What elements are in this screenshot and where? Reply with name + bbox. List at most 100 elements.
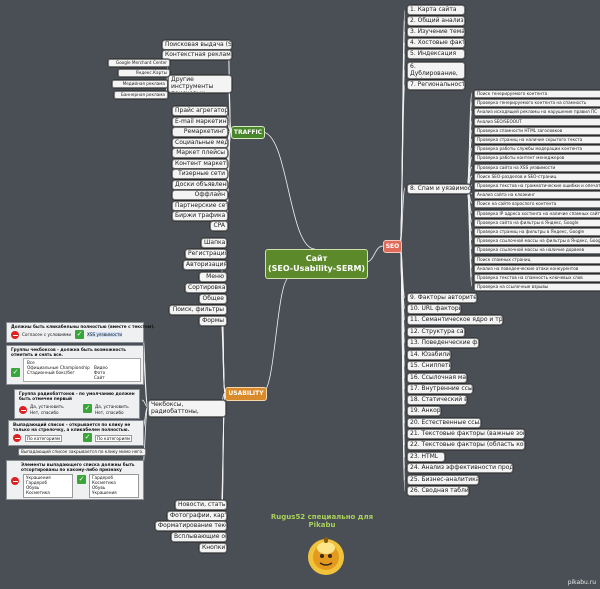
seo-spam-check[interactable]: Проверка ссылочной массы на наличие дорв…: [474, 246, 600, 254]
traffic-item[interactable]: CPA: [210, 221, 228, 231]
seo-step[interactable]: 4. Хостовые факторы: [407, 38, 465, 48]
usability-item[interactable]: Шапка: [201, 238, 227, 248]
usability-item[interactable]: Авторизация: [183, 260, 227, 270]
seo-step[interactable]: 5. Индексация: [407, 49, 465, 59]
seo-spam-check[interactable]: Проверка страниц на наличие скрытого тек…: [474, 136, 600, 144]
seo-spam-check[interactable]: Поиск генерируемого контента: [474, 90, 600, 98]
dropdown-select[interactable]: По категориям: [25, 435, 62, 442]
seo-spam-check[interactable]: Поиск SEO-разделов и SEO-страниц: [474, 173, 600, 181]
radio-no[interactable]: Нет, спасибо: [95, 410, 124, 415]
traffic-item-context[interactable]: Контекстная реклама: [162, 50, 232, 60]
watermark: pikabu.ru: [568, 579, 596, 586]
seo-step[interactable]: 13. Поведенческие факторы: [407, 338, 479, 348]
seo-step[interactable]: 18. Статический вес: [407, 395, 467, 405]
traffic-item[interactable]: Контент маркетинг: [172, 159, 228, 169]
traffic-cloud-item[interactable]: Яндекс.Карты: [118, 69, 170, 77]
traffic-cloud-item[interactable]: Медийная реклама: [112, 80, 168, 88]
seo-spam-check[interactable]: Поиск спамных страниц: [474, 256, 600, 264]
seo-step[interactable]: 26. Сводная таблица: [407, 486, 469, 496]
seo-step[interactable]: 22. Текстовые факторы (область контента): [407, 440, 525, 450]
radio-yes[interactable]: Да, установить: [95, 404, 129, 409]
seo-spam-check[interactable]: Проверка IP адреса хостинга на наличие с…: [474, 210, 600, 218]
seo-step[interactable]: 24. Анализ эффективности продвижения: [407, 463, 513, 473]
traffic-hub[interactable]: TRAFFIC: [231, 126, 265, 139]
checkbox-label-active[interactable]: XSS уязвимости: [87, 332, 122, 337]
seo-spam-check[interactable]: Проверка работы контент менеджеров: [474, 154, 600, 162]
traffic-item[interactable]: Партнерские сети: [172, 201, 228, 211]
seo-spam-check[interactable]: Проверка сайта на XSS уязвимости: [474, 164, 600, 172]
seo-step[interactable]: 21. Текстовые факторы (важные зоны докум…: [407, 429, 525, 439]
seo-spam-check[interactable]: Анализ исходящей рекламы на нарушение пр…: [474, 108, 600, 116]
seo-spam-check[interactable]: Поиск на сайте взрослого контента: [474, 200, 600, 208]
seo-step[interactable]: 1. Карта сайта: [407, 5, 465, 15]
traffic-item[interactable]: Маркет плейсы: [172, 148, 228, 158]
checkbox-item[interactable]: Сайт: [94, 375, 105, 380]
seo-spam-check[interactable]: Проверка на ссылочные взрывы: [474, 283, 600, 291]
seo-step[interactable]: 9. Факторы авторитетности: [407, 293, 477, 303]
usability-item[interactable]: Новости, статьи: [175, 500, 227, 510]
seo-step[interactable]: 16. Ссылочная масса: [407, 373, 467, 383]
seo-step[interactable]: 14. Юзабилити: [407, 350, 451, 360]
seo-step[interactable]: 12. Структура сайта: [407, 327, 465, 337]
seo-spam-check[interactable]: Проверка генерируемого контента на спамн…: [474, 99, 600, 107]
traffic-item[interactable]: Прайс агрегаторы: [172, 106, 228, 116]
traffic-item[interactable]: Оффлайн: [172, 190, 228, 200]
seo-step[interactable]: 20. Естественные ссылки: [407, 418, 481, 428]
traffic-item[interactable]: Ремаркетинг: [172, 127, 228, 137]
seo-spam-check[interactable]: Проверка текстов на грамматические ошибк…: [474, 182, 600, 190]
traffic-cloud-item[interactable]: Google Merchant Center: [108, 59, 170, 67]
usability-hub[interactable]: USABILITY: [225, 387, 267, 401]
list-option[interactable]: Косметика: [26, 490, 50, 495]
seo-spam-check[interactable]: Проверка сайта на фильтры в Яндекс, Goog…: [474, 219, 600, 227]
seo-spam-check[interactable]: Анализ сайта на клоакинг: [474, 191, 600, 199]
usability-item[interactable]: Формы: [199, 316, 227, 326]
radio-yes[interactable]: Да, установить: [30, 404, 64, 409]
dropdown-close-note: Выпадающий список закрывается по клику м…: [18, 448, 146, 456]
usability-item-controls[interactable]: Чекбоксы, радиобаттоны, выпадающие списк…: [148, 400, 226, 417]
traffic-item[interactable]: Тизерные сети: [172, 169, 228, 179]
seo-spam-check[interactable]: Анализ на поведенческие атаки конкуренто…: [474, 265, 600, 273]
usability-item[interactable]: Сортировка: [185, 283, 227, 293]
wrong-icon: [13, 434, 21, 442]
traffic-item-other-tools[interactable]: Другие инструменты поисковых систем: [168, 75, 232, 93]
traffic-item[interactable]: Доски объявлений: [172, 180, 228, 190]
usability-item[interactable]: Фотографии, картинки: [167, 511, 227, 521]
usability-item[interactable]: Общее: [199, 294, 227, 304]
usability-item[interactable]: Всплывающие окна: [171, 532, 227, 542]
seo-step[interactable]: 19. Анкоры: [407, 406, 441, 416]
seo-step[interactable]: 17. Внутренние ссылки: [407, 384, 473, 394]
seo-step[interactable]: 6. Дублирование, аффилиаты, ошибки: [407, 62, 465, 79]
seo-step[interactable]: 7. Региональность: [407, 80, 465, 90]
traffic-cloud-item[interactable]: Баннерная реклама: [114, 91, 168, 99]
seo-spam-check[interactable]: Проверка работы службы модерации контент…: [474, 145, 600, 153]
usability-item[interactable]: Регистрация: [185, 249, 227, 259]
seo-step[interactable]: 2. Общий анализ: [407, 16, 465, 26]
radio-no[interactable]: Нет, спасибо: [30, 410, 59, 415]
traffic-item-search[interactable]: Поисковая выдача (SEO): [162, 40, 232, 50]
usability-item[interactable]: Кнопки: [199, 543, 227, 553]
usability-item[interactable]: Меню: [199, 272, 227, 282]
seo-spam-check[interactable]: Проверка текстов на спамность ключевых с…: [474, 274, 600, 282]
checkbox-label[interactable]: Согласен с условиями: [22, 332, 71, 337]
usability-item[interactable]: Поиск, фильтры: [169, 305, 227, 315]
seo-spam-check[interactable]: Проверка страниц на фильтры в Яндекс, Go…: [474, 228, 600, 236]
dropdown-select[interactable]: По категориям: [95, 435, 132, 442]
checkbox-item[interactable]: Стадионный бокс/бег: [27, 370, 75, 375]
seo-hub[interactable]: SEO: [383, 240, 402, 253]
seo-spam-check[interactable]: Проверка спамности HTML заголовков: [474, 127, 600, 135]
list-option[interactable]: Украшения: [92, 490, 117, 495]
seo-step[interactable]: 15. Сниппеты: [407, 361, 451, 371]
seo-spam-check[interactable]: Анализ SEO/SEOOUT: [474, 118, 600, 126]
seo-step[interactable]: 23. HTML: [407, 452, 445, 462]
usability-item[interactable]: Форматирование текстов: [155, 521, 227, 531]
seo-step[interactable]: 25. Бизнес-аналитика: [407, 475, 479, 485]
traffic-item[interactable]: E-mail маркетинг: [172, 117, 228, 127]
traffic-item[interactable]: Социальные медиа: [172, 138, 228, 148]
seo-step[interactable]: 10. URL факторы: [407, 304, 461, 314]
seo-step[interactable]: 11. Семантическое ядро и трафик: [407, 315, 503, 325]
seo-step-spam[interactable]: 8. Спам и уязвимости: [407, 184, 471, 194]
seo-spam-check[interactable]: Проверка ссылочной массы на фильтры в Ян…: [474, 237, 600, 245]
seo-step[interactable]: 3. Изучение тематики: [407, 27, 465, 37]
traffic-item[interactable]: Биржи трафика: [172, 211, 228, 221]
central-node[interactable]: Сайт (SEO-Usability-SERM): [265, 249, 368, 279]
